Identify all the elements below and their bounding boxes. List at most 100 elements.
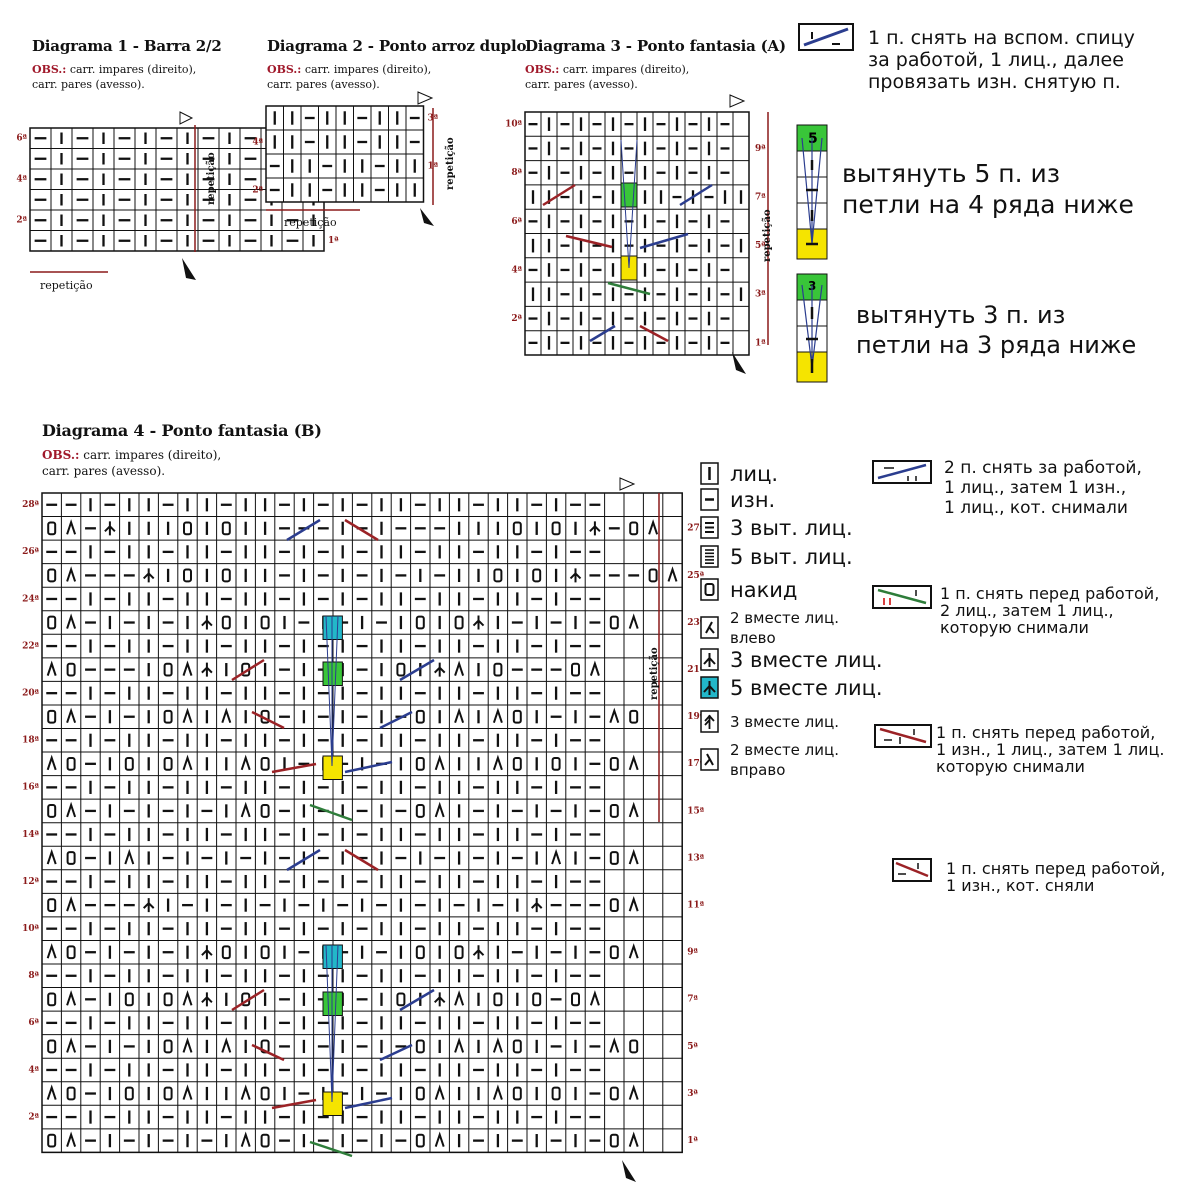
- k2tog-mark: [434, 1084, 445, 1100]
- k3tog-mark: [201, 662, 213, 677]
- row-number-left: 4ª: [252, 137, 263, 147]
- k2tog-mark: [240, 754, 251, 771]
- yarn-over-mark: [221, 521, 231, 536]
- k2tog-mark: [589, 990, 600, 1006]
- k2tog-mark: [609, 707, 620, 724]
- yarn-over-mark: [609, 851, 619, 865]
- k2tog-mark: [648, 519, 659, 535]
- cable-line: [251, 1043, 285, 1062]
- k2tog-mark: [182, 754, 193, 771]
- yarn-over-mark: [47, 1133, 57, 1148]
- k2tog-mark: [628, 943, 639, 959]
- k2tog-mark: [66, 1037, 77, 1053]
- k3-symbol-icon: [700, 516, 719, 539]
- row-number-right: 3ª: [755, 290, 766, 300]
- obs-line2: carr. pares (avesso).: [42, 464, 166, 478]
- k2tog-mark: [628, 895, 639, 912]
- cable-line: [379, 1043, 413, 1062]
- yarn-over-mark: [124, 756, 134, 771]
- k2tog-mark: [66, 707, 77, 724]
- yarn-over-mark: [260, 945, 270, 960]
- k3tog-mark: [433, 662, 446, 677]
- row-number-right: 1ª: [755, 338, 766, 348]
- legend-cable-blue-text: 1 п. снять на вспом. спицу за работой, 1…: [868, 27, 1135, 93]
- obs-label: OBS.:: [32, 63, 67, 76]
- row-number-left: 22ª: [22, 641, 40, 651]
- legend-k2left: 2 вместе лиц. влево: [700, 608, 839, 648]
- k2tog-mark: [66, 801, 77, 818]
- cable-line: [309, 803, 353, 822]
- row-number-left: 6ª: [16, 133, 27, 143]
- legend-cable4-text: 1 п. снять перед работой, 1 изн., кот. с…: [946, 859, 1166, 895]
- k2tog-mark: [46, 754, 57, 771]
- row-number-right: 7ª: [755, 192, 766, 202]
- row-number-left: 26ª: [22, 547, 40, 557]
- legend-k5: 5 выт. лиц.: [700, 545, 853, 569]
- yarn-over-mark: [415, 1133, 425, 1148]
- row-number-right: 27ª: [687, 524, 705, 534]
- repeat-side-label: repetição: [445, 137, 456, 190]
- yarn-over-mark: [47, 615, 57, 630]
- yarn-over-mark: [454, 945, 464, 960]
- yarn-over-mark: [163, 992, 173, 1007]
- row-number-left: 2ª: [252, 185, 263, 195]
- yarn-over-mark: [66, 945, 76, 960]
- yarn-over-mark: [163, 709, 173, 724]
- k2tog-mark: [454, 990, 465, 1006]
- yarn-over-mark: [629, 709, 639, 724]
- pull-lines: [325, 944, 339, 1103]
- row-number-left: 10ª: [22, 924, 40, 934]
- end-arrow-icon: [182, 258, 196, 280]
- start-arrow-icon: [417, 91, 434, 105]
- yarn-over-mark: [609, 1086, 619, 1101]
- repeat-side-label: repetição: [649, 647, 660, 700]
- yarn-over-mark: [260, 615, 270, 630]
- row-number-left: 18ª: [22, 736, 40, 746]
- row-number-left: 16ª: [22, 783, 40, 793]
- cable-blue-icon: [798, 23, 854, 51]
- k5-symbol-icon: [700, 545, 719, 568]
- yarn-over-mark: [571, 662, 580, 677]
- cable-red: [639, 324, 669, 343]
- row-number-left: 2ª: [28, 1112, 39, 1122]
- obs-line2: carr. pares (avesso).: [32, 78, 145, 91]
- yarn-over-mark: [221, 568, 231, 583]
- cable-red-icon: [874, 724, 932, 748]
- cable-blue: [679, 183, 713, 207]
- k2tog-mark: [66, 990, 77, 1006]
- yarn-over-mark: [47, 709, 57, 724]
- k2tog-mark: [66, 566, 77, 582]
- k2tog-mark: [492, 754, 503, 771]
- yarn-over-mark: [551, 756, 561, 771]
- yarn-over-mark: [183, 521, 192, 536]
- legend-pull5-text: вытянуть 5 п. из петли на 4 ряда ниже: [842, 159, 1134, 219]
- row-number-right: 5ª: [755, 241, 766, 251]
- k2tog-mark: [667, 566, 678, 582]
- cable-line: [379, 710, 413, 730]
- cable-blue: [639, 232, 689, 250]
- yarn-over-mark: [454, 615, 464, 630]
- cable-line: [309, 1140, 353, 1158]
- k2tog-mark: [182, 707, 193, 724]
- yarn-over-mark: [183, 568, 192, 583]
- yarn-over-mark: [66, 851, 76, 865]
- yarn-over-mark: [415, 945, 425, 960]
- pull-top-cell: [620, 182, 638, 208]
- repeat-label: repetição: [284, 216, 337, 229]
- cable-line: [399, 658, 435, 682]
- k2tog-mark: [434, 1131, 445, 1147]
- cable-blue: [589, 324, 616, 343]
- yarn-over-mark: [66, 662, 76, 677]
- k2tog-mark: [434, 801, 445, 818]
- yarn-over-mark: [571, 992, 580, 1007]
- legend-k3tog2: 3 вместе лиц.: [700, 710, 839, 734]
- k2tog-mark: [221, 707, 232, 724]
- cable-line: [231, 658, 265, 682]
- cable-line: [286, 518, 321, 542]
- yarn-over-mark: [47, 521, 57, 536]
- yarn-over-mark: [260, 756, 270, 771]
- yarn-over-mark: [512, 1086, 522, 1101]
- yarn-over-mark: [629, 1039, 639, 1054]
- k2tog-mark: [46, 848, 57, 865]
- k3tog-mark: [201, 615, 213, 630]
